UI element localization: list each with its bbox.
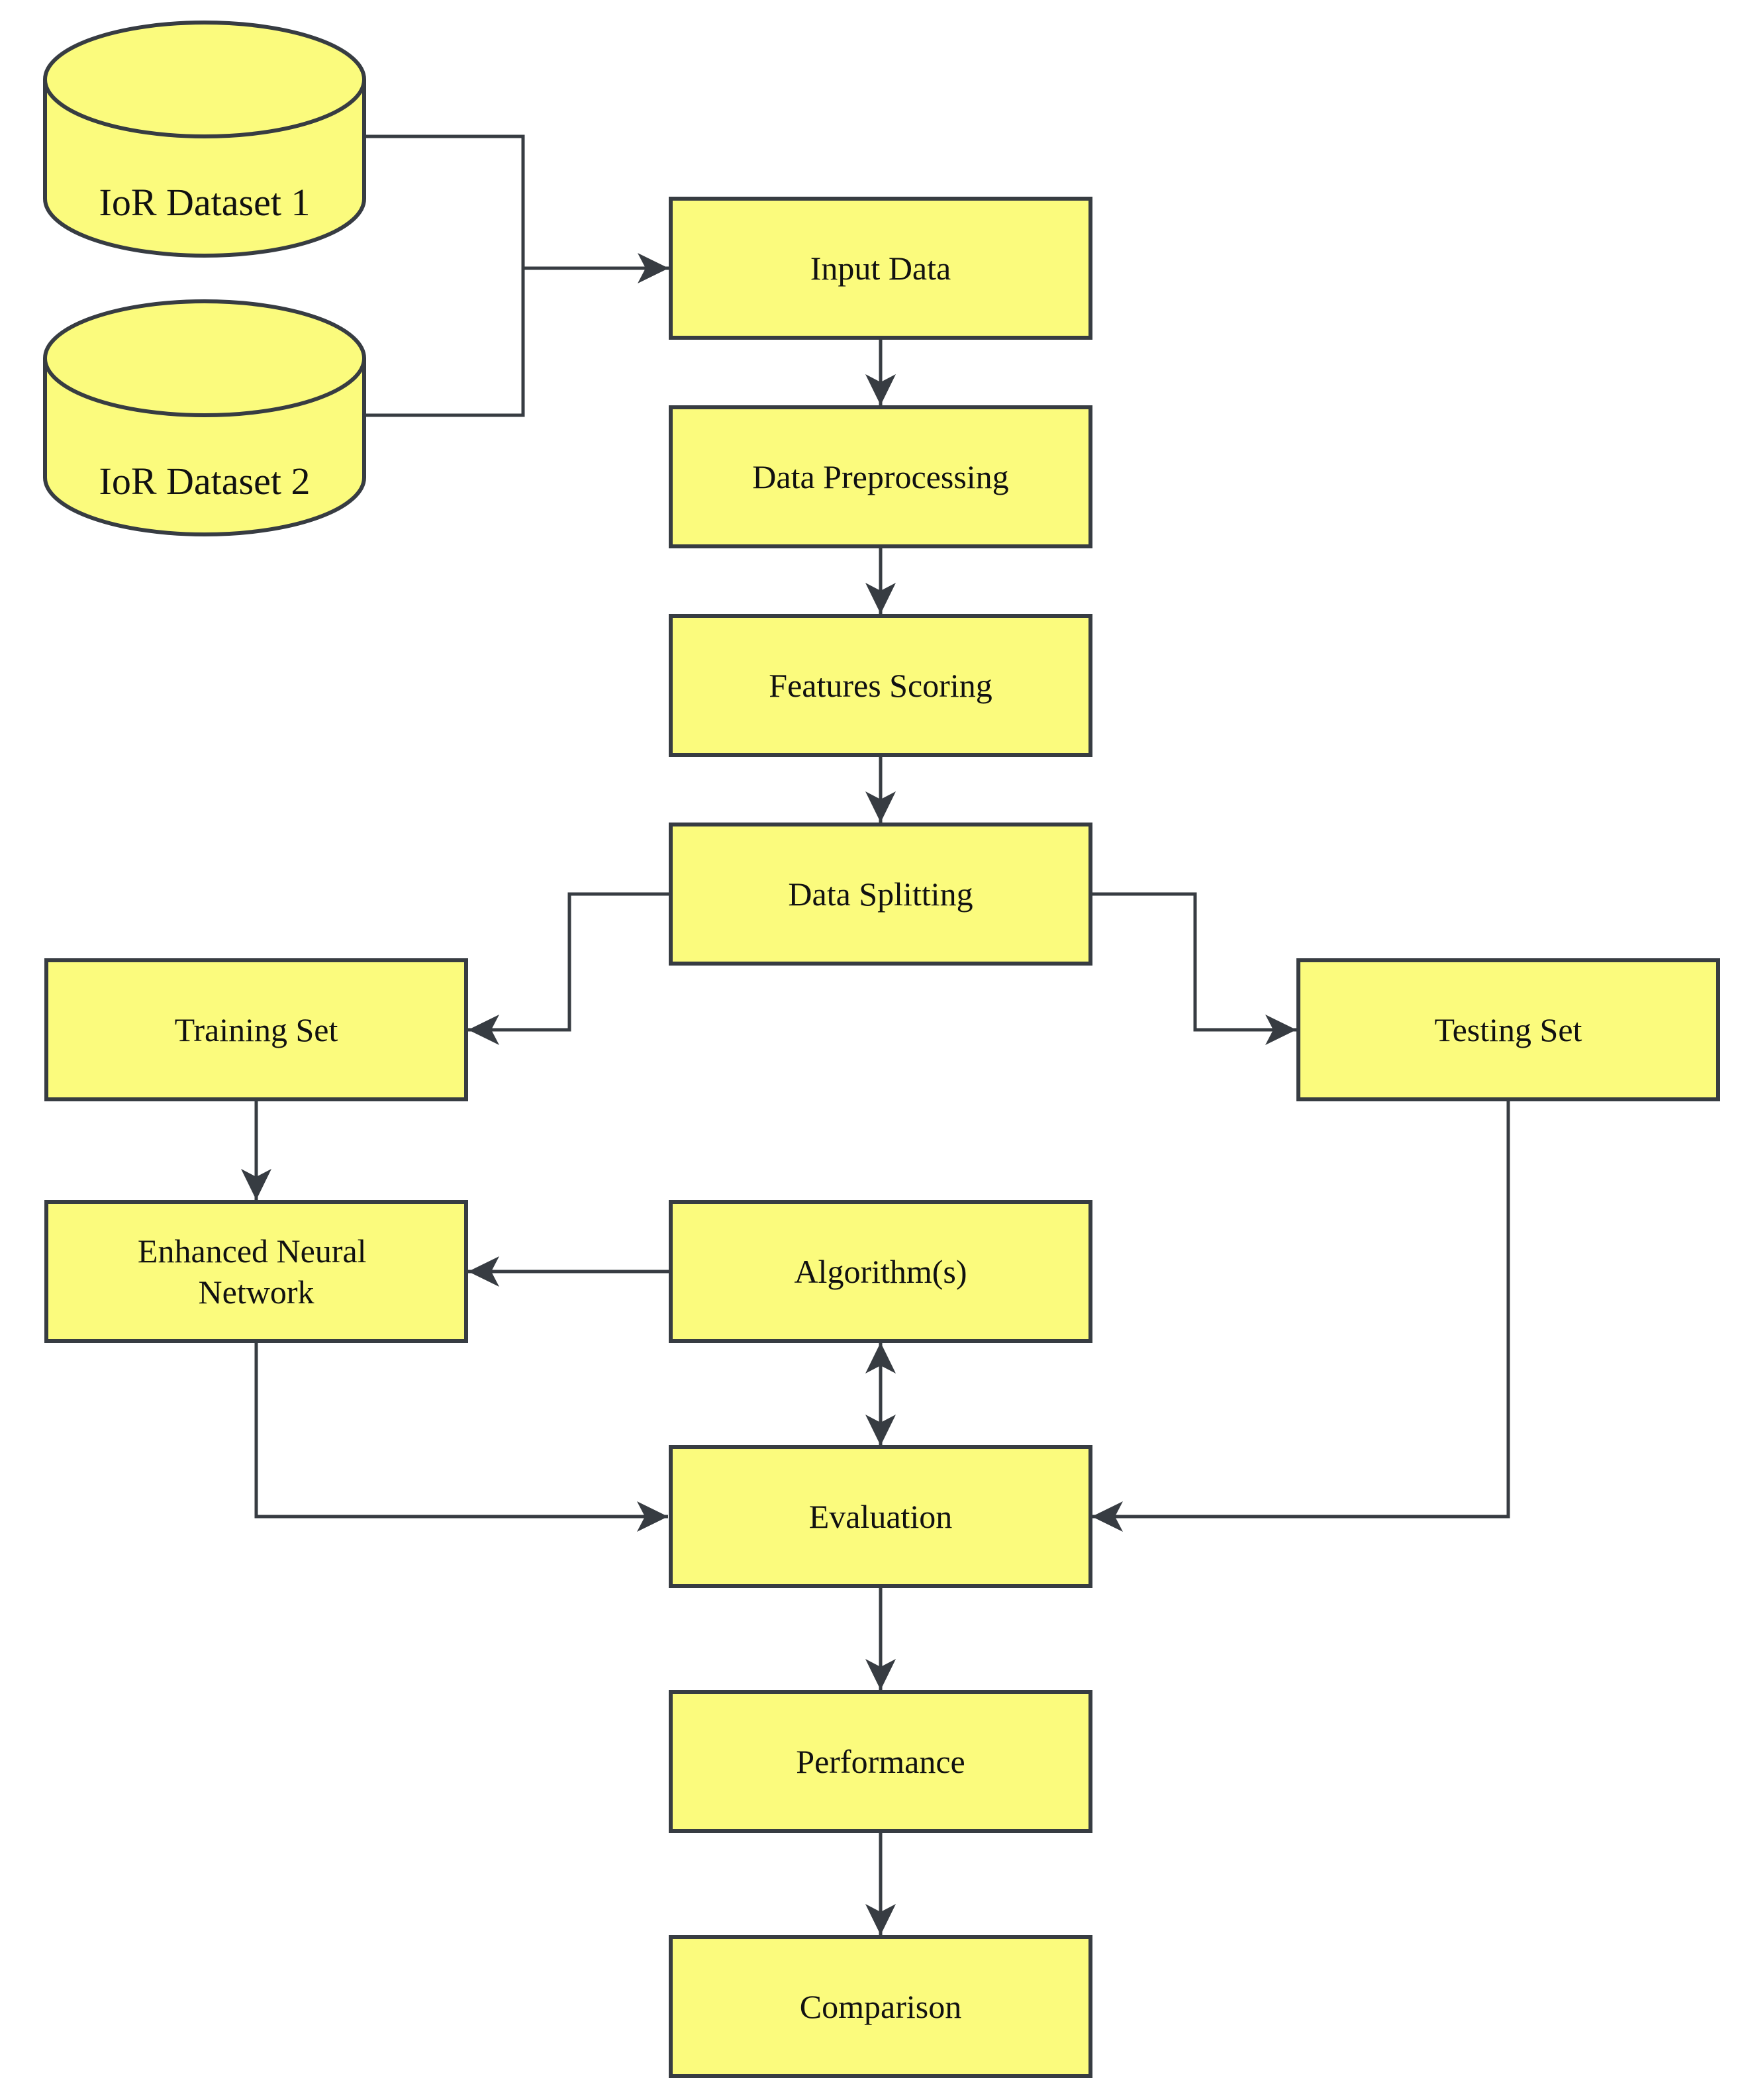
node-label-features-scoring: Features Scoring	[769, 667, 992, 704]
node-box	[44, 1200, 468, 1343]
node-label-line-2: Network	[199, 1274, 314, 1311]
node-algorithms: Algorithm(s)	[669, 1200, 1092, 1343]
node-enhanced-neural-network: Enhanced Neural Network	[44, 1200, 468, 1343]
node-box	[44, 958, 468, 1101]
node-box	[669, 823, 1092, 966]
node-label-ior-dataset-2: IoR Dataset 2	[99, 460, 311, 503]
node-data-preprocessing: Data Preprocessing	[669, 405, 1092, 548]
node-label-line-1: Enhanced Neural	[138, 1232, 367, 1270]
node-label-enhanced-neural-network: Enhanced Neural Network	[138, 1232, 375, 1311]
edge-data-splitting-to-training-set	[468, 892, 670, 1045]
node-ior-dataset-1: IoR Dataset 1	[43, 21, 366, 258]
node-label-testing-set: Testing Set	[1435, 1011, 1582, 1048]
edge-datasets-merge	[364, 134, 525, 417]
edge-data-splitting-to-testing-set	[1090, 892, 1296, 1045]
node-training-set: Training Set	[44, 958, 468, 1101]
node-box	[669, 1935, 1092, 2078]
node-label-evaluation: Evaluation	[809, 1498, 953, 1535]
node-ior-dataset-2: IoR Dataset 2	[43, 299, 366, 536]
node-box	[669, 1690, 1092, 1833]
node-testing-set: Testing Set	[1296, 958, 1720, 1101]
edges-layer	[241, 134, 1510, 1935]
cylinder-top	[43, 21, 366, 138]
node-label-performance: Performance	[796, 1743, 965, 1780]
node-box	[669, 1445, 1092, 1588]
node-input-data: Input Data	[669, 197, 1092, 340]
node-evaluation: Evaluation	[669, 1445, 1092, 1588]
node-label-comparison: Comparison	[800, 1988, 961, 2025]
node-label-data-splitting: Data Splitting	[788, 875, 973, 913]
node-label-input-data: Input Data	[810, 250, 951, 287]
node-label-training-set: Training Set	[175, 1011, 338, 1048]
node-box	[669, 1200, 1092, 1343]
edge-testing-set-to-evaluation	[1092, 1099, 1510, 1532]
node-comparison: Comparison	[669, 1935, 1092, 2078]
node-label-ior-dataset-1: IoR Dataset 1	[99, 181, 311, 224]
node-box	[1296, 958, 1720, 1101]
node-label-algorithms: Algorithm(s)	[794, 1253, 967, 1290]
node-box	[669, 405, 1092, 548]
cylinder-top	[43, 299, 366, 417]
node-box	[669, 197, 1092, 340]
node-box	[669, 614, 1092, 757]
node-label-data-preprocessing: Data Preprocessing	[752, 458, 1008, 495]
node-features-scoring: Features Scoring	[669, 614, 1092, 757]
node-data-splitting: Data Splitting	[669, 823, 1092, 966]
edge-enhanced-nn-to-evaluation	[254, 1341, 668, 1532]
node-performance: Performance	[669, 1690, 1092, 1833]
